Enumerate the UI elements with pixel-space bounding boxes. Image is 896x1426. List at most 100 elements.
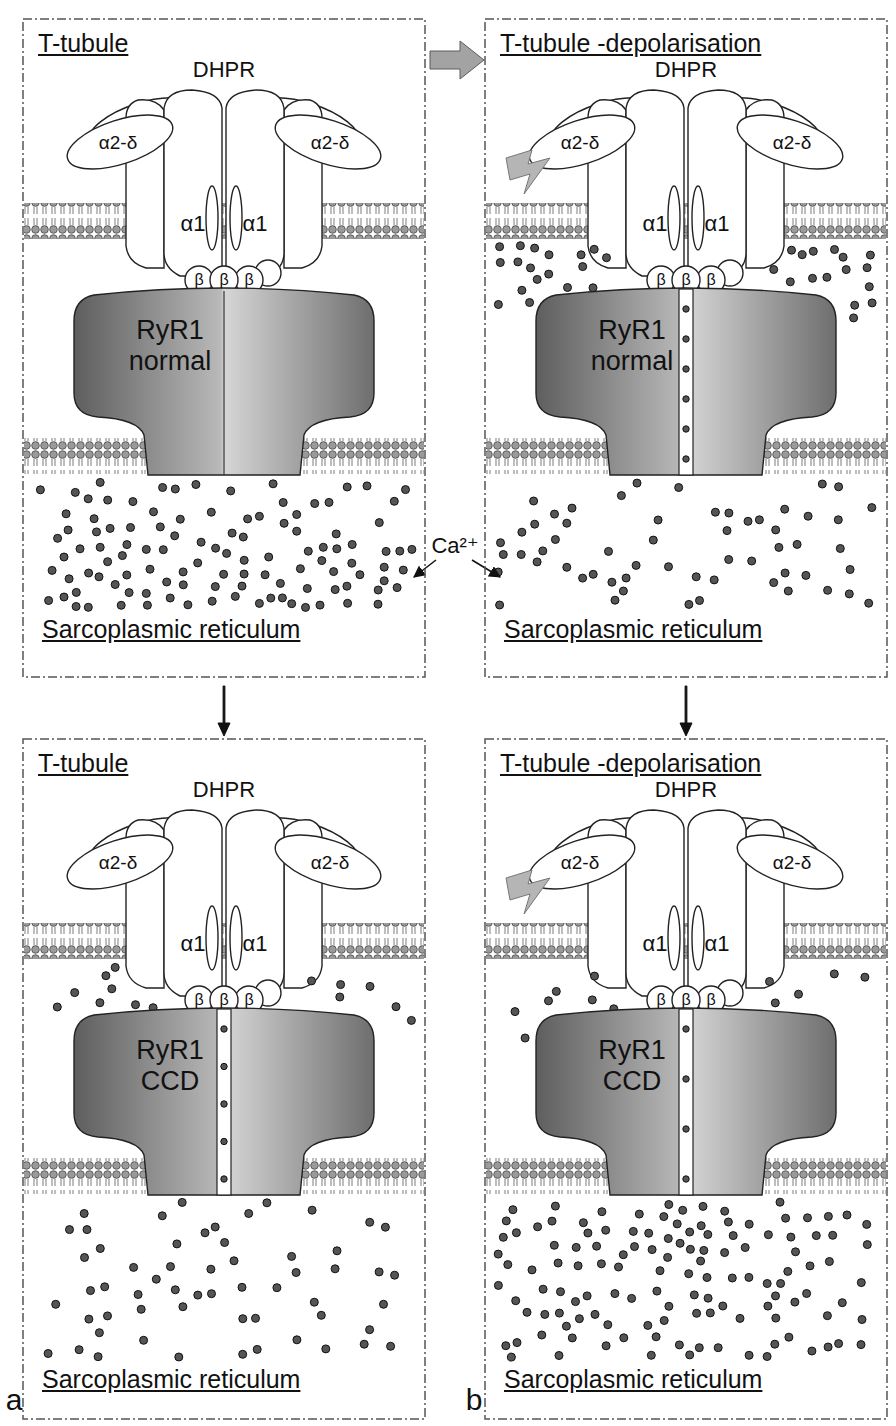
- calcium-ion: [534, 1223, 542, 1231]
- calcium-ion: [664, 1235, 672, 1243]
- calcium-ion: [184, 601, 192, 609]
- calcium-ion: [683, 306, 689, 312]
- calcium-ion: [679, 1206, 687, 1214]
- calcium-ion: [499, 551, 507, 559]
- subunit-label: β: [194, 992, 203, 1008]
- subunit-label: α1: [243, 213, 268, 235]
- calcium-ion: [494, 1250, 502, 1258]
- calcium-ion: [584, 1229, 592, 1237]
- calcium-ion: [507, 1353, 515, 1361]
- calcium-ion: [703, 1274, 711, 1282]
- channel-name: RyR1 normal: [120, 315, 220, 377]
- calcium-ion: [304, 547, 312, 555]
- subunit-label: β: [681, 992, 690, 1008]
- calcium-ion: [603, 254, 611, 262]
- calcium-ion: [649, 536, 657, 544]
- calcium-ion: [127, 524, 135, 532]
- calcium-ion: [591, 1310, 599, 1318]
- calcium-ion: [772, 1314, 780, 1322]
- calcium-ion: [781, 505, 789, 513]
- calcium-ion: [526, 299, 534, 307]
- calcium-ion: [239, 1315, 247, 1323]
- ryr1-shape: [536, 285, 836, 475]
- calcium-ion: [776, 1198, 784, 1206]
- calcium-ion: [239, 1350, 247, 1358]
- calcium-ion: [252, 1314, 260, 1322]
- calcium-ion: [795, 990, 803, 998]
- flow-arrow: [218, 686, 230, 736]
- calcium-ion: [84, 495, 92, 503]
- calcium-ion: [375, 519, 383, 527]
- calcium-ion: [830, 970, 838, 978]
- calcium-ion: [80, 1210, 88, 1218]
- calcium-ion: [770, 266, 778, 274]
- calcium-ion: [502, 1217, 510, 1225]
- calcium-ion: [804, 1214, 812, 1222]
- calcium-ion: [93, 528, 101, 536]
- calcium-ion: [85, 569, 93, 577]
- calcium-ion: [706, 1309, 714, 1317]
- calcium-ion: [598, 1208, 606, 1216]
- calcium-ion: [366, 982, 374, 990]
- calcium-ion: [673, 1220, 681, 1228]
- calcium-ion: [675, 1341, 683, 1349]
- calcium-ion: [308, 977, 316, 985]
- calcium-ion: [208, 597, 216, 605]
- calcium-ion: [728, 1274, 736, 1282]
- subunit-label: β: [681, 272, 690, 288]
- calcium-ion: [685, 600, 693, 608]
- calcium-ion: [104, 1312, 112, 1320]
- calcium-ion: [528, 1266, 536, 1274]
- ryr1-shape: [74, 285, 374, 475]
- calcium-ion: [90, 515, 98, 523]
- calcium-ion: [123, 571, 131, 579]
- calcium-ion: [597, 1260, 605, 1268]
- calcium-ion: [382, 547, 390, 555]
- calcium-ion: [777, 1280, 785, 1288]
- calcium-ion: [102, 972, 110, 980]
- subunit-label: α1: [705, 213, 730, 235]
- compartment-name: Sarcoplasmic reticulum: [42, 616, 300, 644]
- calcium-ion: [629, 1227, 637, 1235]
- calcium-ion: [721, 1207, 729, 1215]
- subunit-label: α2-δ: [311, 133, 349, 152]
- calcium-ion: [380, 1300, 388, 1308]
- compartment-heading: T-tubule: [38, 750, 128, 778]
- calcium-ion: [402, 486, 410, 494]
- calcium-ion: [692, 573, 700, 581]
- calcium-ion: [208, 1290, 216, 1298]
- subunit-label: β: [219, 272, 228, 288]
- calcium-ion: [812, 1232, 820, 1240]
- calcium-ion: [803, 1290, 811, 1298]
- calcium-ion: [660, 1213, 668, 1221]
- calcium-ion: [683, 1076, 689, 1082]
- calcium-ion: [156, 523, 164, 531]
- calcium-ion: [337, 981, 345, 989]
- subunit-label: α2-δ: [561, 133, 599, 152]
- calcium-ion: [95, 573, 103, 581]
- channel-name: RyR1 normal: [582, 315, 682, 377]
- calcium-ion: [125, 589, 133, 597]
- calcium-ion: [245, 1210, 253, 1218]
- calcium-ion: [95, 1329, 103, 1337]
- depolarisation-bolt: [506, 870, 550, 914]
- calcium-ion: [65, 575, 73, 583]
- calcium-ion: [197, 538, 205, 546]
- calcium-ion: [390, 497, 398, 505]
- calcium-ion: [53, 1003, 61, 1011]
- subunit-label: α1: [643, 213, 668, 235]
- compartment-name: Sarcoplasmic reticulum: [504, 1366, 762, 1394]
- calcium-ion: [71, 488, 79, 496]
- calcium-ion: [781, 569, 789, 577]
- calcium-ion: [568, 1334, 576, 1342]
- calcium-ion: [380, 563, 388, 571]
- calcium-ion: [44, 1350, 52, 1358]
- calcium-ion: [317, 1311, 325, 1319]
- calcium-ion: [693, 1309, 701, 1317]
- calcium-ion: [533, 275, 541, 283]
- calcium-ion: [531, 520, 539, 528]
- calcium-ion: [310, 1298, 318, 1306]
- calcium-ion: [589, 284, 597, 292]
